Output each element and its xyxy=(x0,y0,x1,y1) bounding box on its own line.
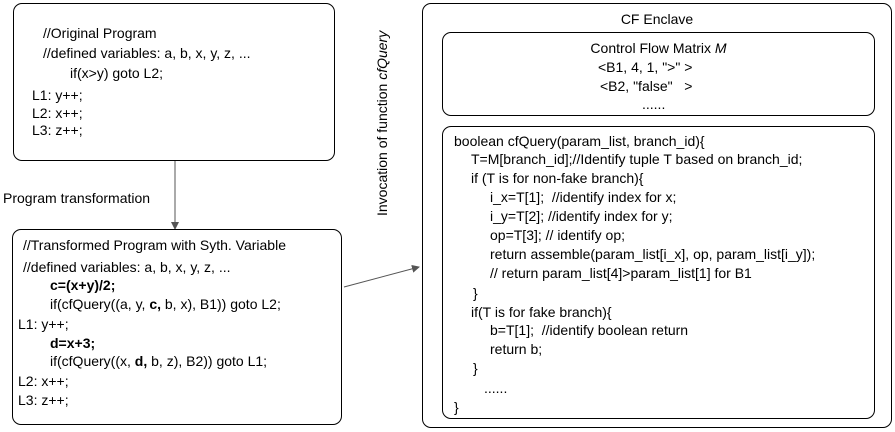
matrix-title-text: Control Flow Matrix xyxy=(590,40,715,56)
transformed-l2: L2: x++; xyxy=(18,373,69,389)
cfquery-code-line: } xyxy=(454,399,459,415)
cfquery-code-line: return assemble(param_list[i_x], op, par… xyxy=(490,246,816,262)
cf-enclave-title: CF Enclave xyxy=(620,11,694,27)
cfquery-code-line: boolean cfQuery(param_list, branch_id){ xyxy=(454,133,705,149)
cfquery-code-line: i_y=T[2]; //identify index for y; xyxy=(490,208,673,224)
matrix-title: Control Flow Matrix M xyxy=(442,40,875,57)
cfquery-code-line: op=T[3]; // identify op; xyxy=(490,227,626,243)
transformed-if-b1: if(cfQuery((a, y, c, b, x), B1)) goto L2… xyxy=(50,296,281,313)
if-b1-prefix: if(cfQuery((a, y, xyxy=(50,296,150,312)
invocation-label-func: cfQuery xyxy=(374,30,390,80)
transformed-if-b2: if(cfQuery((x, d, b, z), B2)) goto L1; xyxy=(50,353,267,370)
matrix-row-b2: <B2, "false" > xyxy=(600,78,693,94)
transformed-program-box xyxy=(12,229,342,425)
cfquery-code-line: i_x=T[1]; //identify index for x; xyxy=(490,189,677,205)
matrix-row-ellipsis: ...... xyxy=(642,96,666,112)
transformed-program-vars: //defined variables: a, b, x, y, z, ... xyxy=(23,259,231,275)
cfquery-code-line: } xyxy=(473,285,478,301)
control-flow-matrix-box xyxy=(442,32,875,116)
cfquery-code-line: } xyxy=(473,360,478,376)
cfquery-function-box xyxy=(442,126,875,419)
original-program-box xyxy=(13,3,335,161)
transformed-l3: L3: z++; xyxy=(18,392,69,408)
cfquery-code-line: if (T is for non-fake branch){ xyxy=(471,170,644,186)
synthetic-assignment-c: c=(x+y)/2; xyxy=(50,277,116,293)
original-program-vars: //defined variables: a, b, x, y, z, ... xyxy=(43,45,251,61)
synthetic-assignment-d: d=x+3; xyxy=(50,335,96,351)
cfquery-code-line: ...... xyxy=(484,380,508,396)
invocation-arrow xyxy=(343,264,420,288)
if-b2-suffix: b, z), B2)) goto L1; xyxy=(147,353,268,369)
if-b1-synth-var: c, xyxy=(149,296,161,312)
transformed-l1: L1: y++; xyxy=(18,316,69,332)
cfquery-code-line: return b; xyxy=(490,341,543,357)
program-transformation-label: Program transformation xyxy=(3,190,151,206)
invocation-label: Invocation of function cfQuery xyxy=(374,31,390,216)
cf-enclave-box xyxy=(422,3,892,428)
matrix-row-b1: <B1, 4, 1, ">" > xyxy=(598,59,693,75)
invocation-label-prefix: Invocation of function xyxy=(374,79,390,216)
original-program-l1: L1: y++; xyxy=(32,87,83,103)
cfquery-code-line: b=T[1]; //identify boolean return xyxy=(490,322,689,338)
if-b2-synth-var: d, xyxy=(134,353,148,369)
cfquery-code-line: T=M[branch_id];//Identify tuple T based … xyxy=(471,151,803,167)
transformed-program-comment: //Transformed Program with Syth. Variabl… xyxy=(23,237,286,253)
original-program-l2: L2: x++; xyxy=(32,105,83,121)
if-b2-prefix: if(cfQuery((x, xyxy=(50,353,135,369)
original-program-l3: L3: z++; xyxy=(32,122,83,138)
cfquery-code-line: if(T is for fake branch){ xyxy=(471,304,612,320)
cfquery-code-line: // return param_list[4]>param_list[1] fo… xyxy=(490,265,752,281)
matrix-title-var: M xyxy=(714,40,727,56)
original-program-if: if(x>y) goto L2; xyxy=(70,65,163,81)
original-program-comment: //Original Program xyxy=(43,25,157,41)
if-b1-suffix: b, x), B1)) goto L2; xyxy=(161,296,281,312)
